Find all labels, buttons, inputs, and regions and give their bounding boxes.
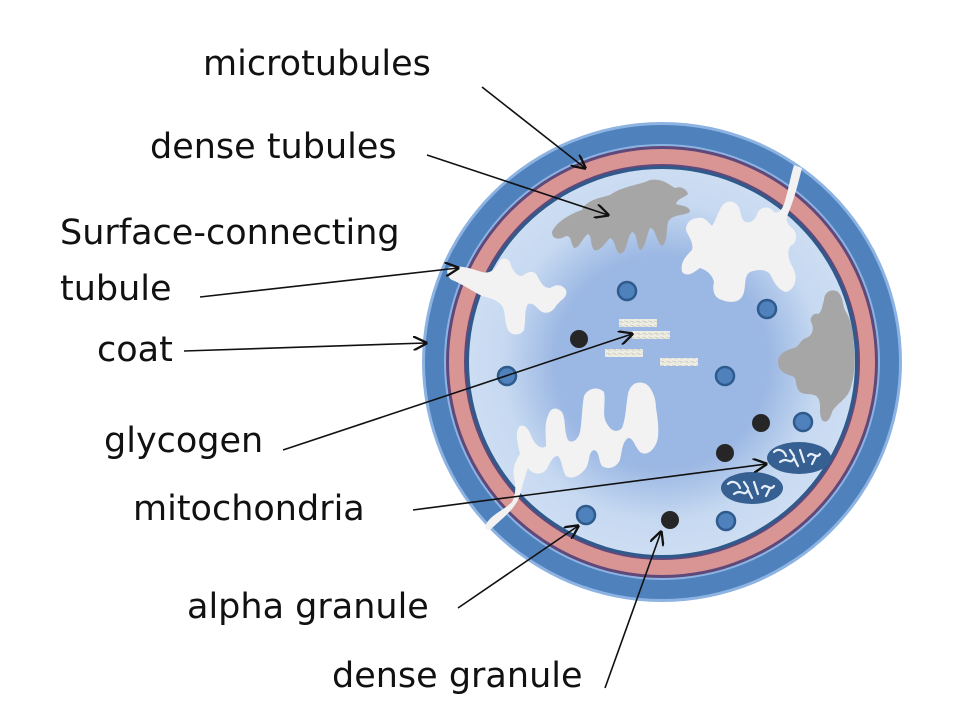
arrow-mitochondria	[412, 464, 766, 511]
mitochondria-shapes	[721, 442, 831, 504]
open-canalicular-system-left	[447, 258, 567, 335]
arrow-dense-granule	[604, 532, 661, 689]
label-dense-granule: dense granule	[332, 656, 583, 696]
leader-lines	[183, 86, 766, 689]
alpha-granules	[496, 280, 814, 532]
arrow-alpha-granule	[457, 526, 578, 609]
label-surface-connecting-line2: tubule	[60, 269, 172, 309]
dense-tubules-shape-top	[552, 179, 690, 254]
arrow-coat	[183, 343, 426, 352]
label-microtubules: microtubules	[203, 44, 431, 84]
open-canalicular-system-bottom-left	[485, 382, 659, 530]
arrow-microtubules	[481, 86, 585, 168]
label-glycogen: glycogen	[104, 421, 264, 461]
arrow-surface-connecting-tubule	[199, 268, 458, 298]
dense-granules	[570, 330, 770, 529]
dense-tubules-shape-right	[778, 290, 855, 422]
label-coat: coat	[97, 330, 173, 370]
label-mitochondria: mitochondria	[133, 489, 365, 529]
glycogen-particles	[605, 319, 698, 366]
label-alpha-granule: alpha granule	[187, 587, 429, 627]
label-surface-connecting-line1: Surface-connecting	[60, 213, 400, 253]
label-dense-tubules: dense tubules	[150, 127, 397, 167]
arrow-glycogen	[282, 334, 632, 451]
arrow-dense-tubules	[426, 154, 608, 215]
open-canalicular-system-top-right	[681, 165, 802, 302]
